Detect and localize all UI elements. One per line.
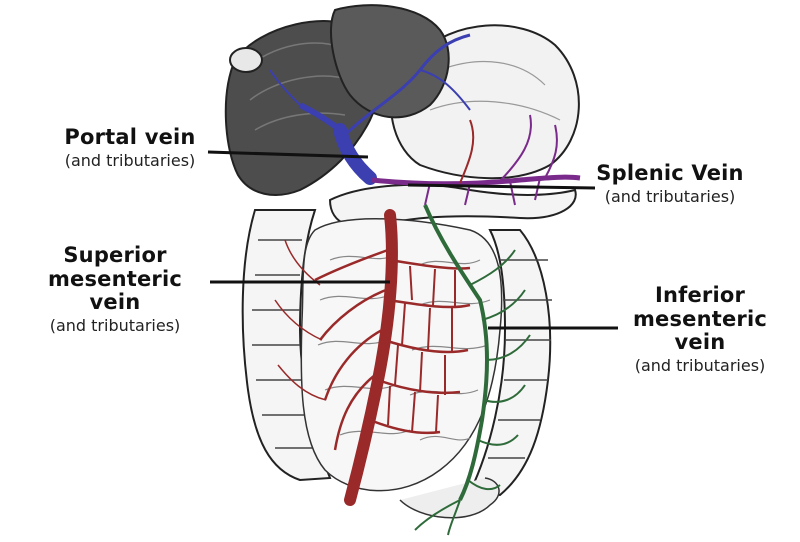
leader-lines (207, 150, 618, 330)
label-portal-vein: Portal vein (and tributaries) (40, 125, 220, 170)
superior-title-line1: Superior (63, 243, 167, 267)
splenic-vein-subtitle: (and tributaries) (604, 186, 736, 206)
superior-title-line2: mesenteric vein (47, 266, 183, 315)
inferior-title-line2: mesenteric vein (632, 306, 768, 355)
portal-vein-subtitle: (and tributaries) (64, 150, 196, 170)
inferior-title-line1: Inferior (654, 283, 746, 307)
inferior-subtitle: (and tributaries) (634, 355, 766, 375)
label-splenic-vein: Splenic Vein (and tributaries) (585, 161, 755, 206)
portal-vein-title: Portal vein (64, 125, 196, 149)
splenic-vein (371, 114, 581, 206)
inferior-mesenteric-vein (414, 204, 531, 536)
stomach (329, 4, 580, 180)
leader-line-portal (207, 150, 369, 159)
label-superior-mesenteric-vein: Superior mesenteric vein (and tributarie… (20, 243, 210, 335)
superior-subtitle: (and tributaries) (49, 315, 181, 335)
small-intestine (300, 218, 503, 519)
leader-line-splenic (407, 183, 596, 190)
label-inferior-mesenteric-vein: Inferior mesenteric vein (and tributarie… (605, 283, 795, 375)
superior-mesenteric-vein (274, 209, 471, 506)
splenic-vein-title: Splenic Vein (596, 161, 744, 185)
